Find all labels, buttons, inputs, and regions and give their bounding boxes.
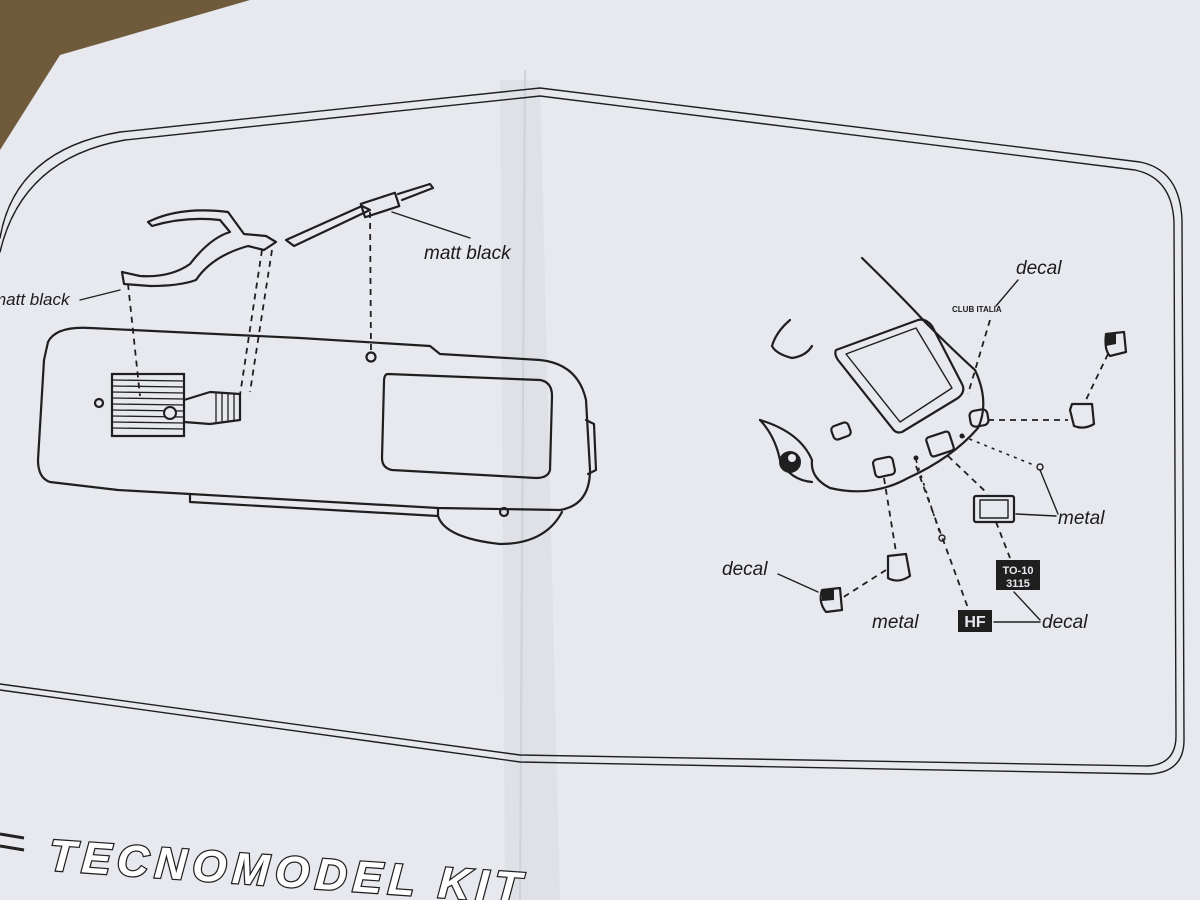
callout-line-matt-black-top [391, 211, 471, 239]
part-bolt-bottom [938, 534, 946, 542]
leader-hf [915, 465, 969, 609]
callout-line-matt-black-left [79, 289, 121, 301]
rear-window [834, 318, 965, 434]
car-lower-skirt [188, 492, 440, 518]
car-side-view [36, 326, 598, 546]
label-matt-black-top: matt black [424, 243, 512, 264]
body-hole-left [93, 397, 105, 409]
callout-line-decal-left [777, 573, 819, 593]
label-metal-right: metal [1058, 508, 1105, 529]
part-rear-light-bottom-decal-fill [822, 589, 834, 601]
leader-roll-bar-left [127, 283, 141, 397]
part-rear-light-bottom-metal [886, 552, 912, 582]
part-rear-light-top-decal [1104, 330, 1128, 358]
callout-line-decal-bottom-b [1013, 591, 1041, 621]
antenna-part [284, 182, 435, 248]
leader-bolt-top [961, 435, 1037, 467]
part-plate-frame-metal [972, 494, 1016, 524]
rear-light-small [871, 455, 897, 479]
part-plate-frame-metal-inner [979, 499, 1009, 519]
label-decal-left: decal [722, 559, 768, 580]
rear-wheel-hub [779, 451, 801, 473]
antenna-hole [365, 351, 377, 363]
rear-window-inner [845, 327, 953, 423]
part-rear-light-bottom-decal [819, 586, 844, 614]
part-plate-decal: TO-10 3115 [996, 560, 1040, 590]
leader-club-italia [967, 319, 991, 395]
rear-bolt-a [913, 455, 919, 461]
leader-antenna [369, 211, 372, 351]
plate-line1: TO-10 [1003, 565, 1034, 577]
part-rear-light-top-metal [1068, 402, 1096, 429]
leader-bottom-metal [883, 477, 897, 553]
label-metal-bottom: metal [872, 612, 919, 633]
rear-plate-mount [925, 430, 955, 458]
leader-plate-frame [947, 455, 989, 495]
grille-bolt [163, 406, 177, 420]
callout-line-metal-a [1015, 513, 1057, 517]
leader-bottom-decal [841, 569, 887, 599]
car-body-outline [36, 326, 592, 512]
callout-line-decal-top [995, 279, 1019, 307]
car-rear-wheel-arch [436, 510, 564, 546]
roll-bar-part [120, 209, 278, 288]
leader-roll-bar-right-b [249, 249, 273, 393]
car-front-cap [584, 418, 598, 476]
rear-body-outline [758, 256, 985, 493]
rear-light-left [830, 421, 852, 441]
frame-border-inner [0, 95, 1177, 767]
frame-border-outer [0, 87, 1185, 775]
exhaust-pipe-ribs [215, 393, 235, 423]
car-windshield [380, 372, 554, 480]
paper-fold-shade [500, 80, 560, 900]
plate-line2: 3115 [1006, 578, 1030, 590]
label-matt-black-left: matt black [0, 290, 71, 309]
leader-top-decal [1083, 353, 1109, 405]
callout-line-metal-b [1039, 469, 1059, 515]
part-hf-decal: HF [958, 610, 992, 632]
car-bumper-bolt [498, 506, 510, 518]
rear-side-window [770, 318, 814, 360]
rear-light-right [968, 408, 990, 428]
label-decal-bottom: decal [1042, 612, 1088, 633]
rear-wheel-hub-center [788, 454, 796, 462]
label-club-italia: CLUB ITALIA [952, 305, 1002, 314]
hf-badge-text: HF [964, 614, 986, 631]
label-decal-top: decal [1016, 258, 1062, 279]
part-rear-light-top-decal-fill [1106, 333, 1116, 346]
car-rear-view [758, 256, 990, 493]
exhaust-pipe [182, 390, 242, 426]
leader-roll-bar-right-a [239, 249, 263, 396]
